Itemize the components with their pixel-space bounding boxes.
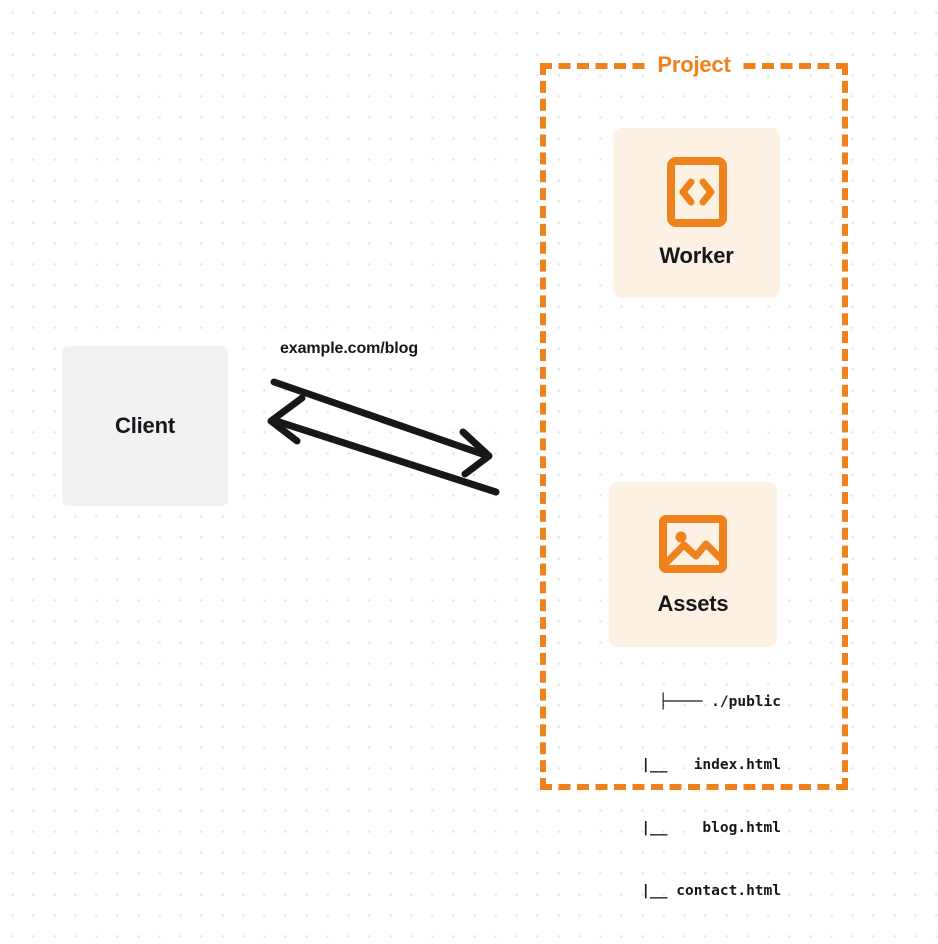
edge-label-request-url: example.com/blog xyxy=(280,340,418,357)
node-worker[interactable]: Worker xyxy=(613,128,780,298)
diagram-canvas: Client example.com/blog Project Worker xyxy=(62,52,848,899)
group-project-title: Project xyxy=(650,52,738,78)
file-tree-line: |__ blog.html xyxy=(615,820,781,836)
node-client-label: Client xyxy=(115,413,175,438)
node-worker-label: Worker xyxy=(659,243,734,268)
arrow-head-right-icon xyxy=(459,428,493,478)
assets-file-tree: ├──── ./public |__ index.html |__ blog.h… xyxy=(560,650,781,944)
file-tree-line: ├──── ./public xyxy=(658,694,781,710)
node-client[interactable]: Client xyxy=(62,346,228,506)
node-assets-label: Assets xyxy=(657,590,729,616)
edge-arrows-bidirectional xyxy=(267,378,500,496)
file-tree-line: |__ index.html xyxy=(615,757,781,773)
arrow-head-left-icon xyxy=(267,394,306,445)
arrow-line-outbound xyxy=(270,378,492,460)
group-project: Project xyxy=(540,52,848,790)
file-tree-line: |__ contact.html xyxy=(615,883,781,899)
node-assets[interactable]: Assets xyxy=(609,482,777,647)
image-icon xyxy=(658,513,728,575)
arrow-line-inbound xyxy=(272,417,500,496)
code-document-icon xyxy=(666,157,728,227)
